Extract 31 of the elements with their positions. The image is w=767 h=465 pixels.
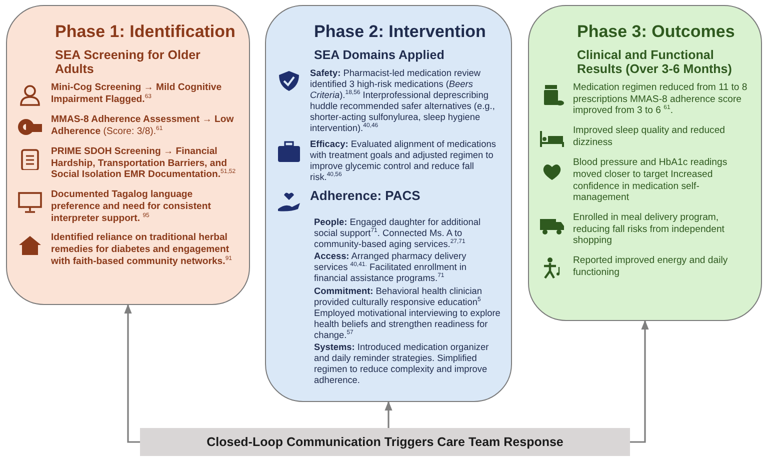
section-heading: Adherence: PACS [310,188,420,204]
item-text: Improved sleep quality and reduced dizziness [573,125,726,149]
arrow [630,320,649,443]
banner-text: Closed-Loop Communication Triggers Care Team Response [206,435,564,449]
panel-subtitle: Clinical and Functional Results (Over 3-6 Months) [577,48,733,76]
item-text: Efficacy: Evaluated alignment of medications with treatment goals and adjusted regimen to improve glycemic control and reduce fall risk.$^{40,56}$ [310,139,497,184]
panel-title: Phase 3: Outcomes [577,22,736,42]
item-text: Enrolled in meal delivery program, reducing fall risks from independent shopping [573,212,726,248]
item-text: Commitment: Behavioral health clinician provided culturally responsive education$^{5}$ Employed motivational interviewing to explore health beliefs and strengthen readiness for change.$^{57}$ [314,286,501,341]
panel-subtitle: SEA Screening for Older Adults [55,48,202,76]
item-text: Mini-Cog Screening → Mild Cognitive Impairment Flagged.$^{63}$ [51,82,223,106]
item-text: People: Engaged daughter for additional social support$^{71}$. Connected Ms. A to community-based aging services.$^{27,71}$ [314,217,482,250]
item-text: Safety: Pharmacist-led medication review identified 3 high-risk medications (Beers Criteria).$^{18,56}$ Interprofessional deprescribing huddle recommended safer alternatives (e.g., shorter-acting sulfonylurea, sleep hygiene intervention).$^{40,46}$ [310,68,496,134]
phase-panel [528,5,762,321]
panel-title: Phase 2: Intervention [314,22,487,42]
item-text: Identified reliance on traditional herbal remedies for diabetes and engagement with faith-based community networks.$^{91}$ [51,232,233,268]
arrow [384,401,392,428]
item-text: MMAS-8 Adherence Assessment → Low Adherence (Score: 3/8).$^{61}$ [51,114,235,138]
item-text: Documented Tagalog language preference and need for consistent interpreter support. $^{95}$ [51,189,212,224]
arrow [124,304,140,443]
panel-title: Phase 1: Identification [55,22,236,42]
item-text: Blood pressure and HbA1c readings moved closer to target Increased confidence in medication self-management [573,157,728,204]
banner-bar [140,428,630,456]
phase-panel [265,5,512,402]
item-text: Access: Arranged pharmacy delivery services $^{40,41.}$ Facilitated enrollment in financial assistance programs.$^{71}$ [314,251,468,284]
item-text: PRIME SDOH Screening → Financial Hardship, Transportation Barriers, and Social Isolation EMR Documentation.$^{51,52}$ [51,146,237,182]
panel-subtitle: SEA Domains Applied [314,48,446,62]
item-text: Systems: Introduced medication organizer and daily reminder strategies. Simplified regimen to reduce complexity and improve adherence. [314,342,490,386]
item-text: Medication regimen reduced from 11 to 8 prescriptions MMAS-8 adherence score improved from 3 to 6 $^{61}$. [573,82,748,118]
phase-panel [6,5,250,305]
item-text: Reported improved energy and daily functioning [573,255,729,278]
